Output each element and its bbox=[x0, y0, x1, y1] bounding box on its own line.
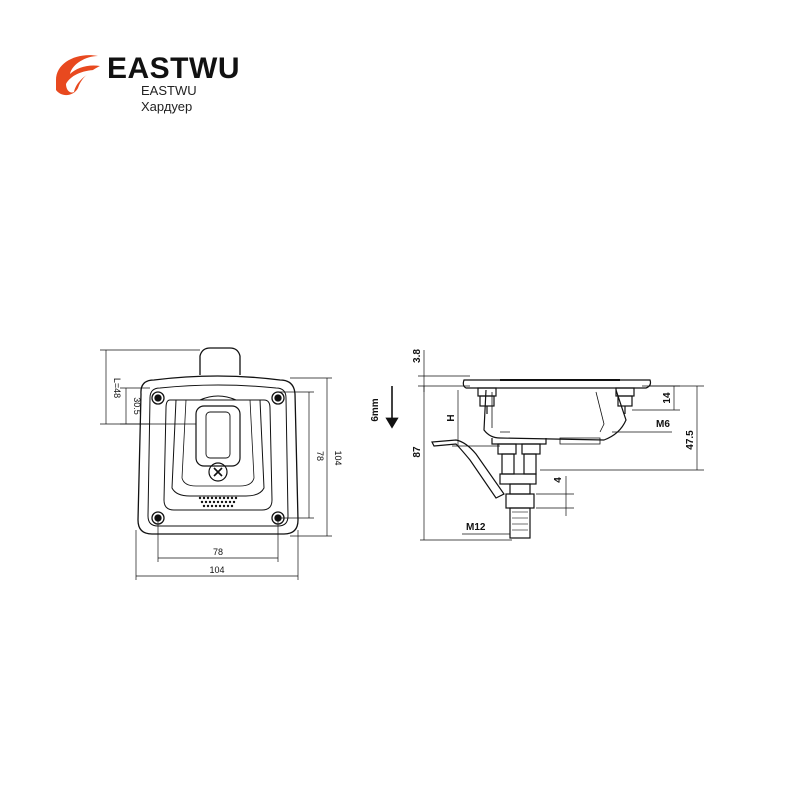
dim-total-87: 87 bbox=[412, 446, 423, 458]
brand-name: EASTWU bbox=[107, 52, 240, 85]
side-stud-right bbox=[615, 387, 635, 414]
front-plate-inner bbox=[147, 384, 289, 527]
brand-subtitle: EASTWU bbox=[141, 83, 197, 98]
dim-14: 14 bbox=[662, 392, 673, 404]
front-dimensions bbox=[100, 349, 332, 580]
front-recess bbox=[163, 399, 273, 511]
side-housing bbox=[491, 438, 547, 445]
front-keyhole bbox=[208, 462, 228, 482]
dim-arrow-6mm: 6mm bbox=[370, 398, 381, 421]
front-knob bbox=[199, 347, 241, 375]
side-body bbox=[483, 389, 627, 441]
dim-h-label: H bbox=[446, 414, 457, 421]
front-grip-dots bbox=[198, 496, 238, 508]
front-lock-body bbox=[195, 405, 241, 467]
dim-height-outer: 104 bbox=[333, 450, 343, 465]
brand-swoosh-icon bbox=[56, 55, 100, 96]
side-view bbox=[431, 379, 652, 539]
front-view bbox=[137, 347, 299, 535]
brand-tagline: Хардуер bbox=[141, 99, 193, 114]
side-flange bbox=[462, 379, 652, 389]
side-dimensions bbox=[385, 350, 704, 541]
dim-height-inner: 78 bbox=[315, 451, 325, 461]
dim-thread-m6: M6 bbox=[656, 419, 670, 430]
brand-logo: EASTWU EASTWU Хардуер bbox=[52, 50, 252, 120]
side-stud-left bbox=[477, 387, 497, 414]
dim-4: 4 bbox=[553, 477, 564, 483]
side-cam-arm bbox=[431, 439, 505, 499]
dim-handle-48: L=48 bbox=[112, 378, 122, 398]
front-plate-outer bbox=[137, 375, 299, 535]
dim-thickness: 3.8 bbox=[412, 349, 423, 363]
dim-thread-m12: M12 bbox=[466, 522, 486, 533]
dim-handle-30-5: 30.5 bbox=[132, 397, 142, 415]
front-handle bbox=[171, 399, 265, 497]
dim-width-inner: 78 bbox=[213, 547, 223, 557]
side-shaft bbox=[497, 443, 541, 539]
dim-width-outer: 104 bbox=[209, 565, 224, 575]
dim-47-5: 47.5 bbox=[685, 430, 696, 450]
